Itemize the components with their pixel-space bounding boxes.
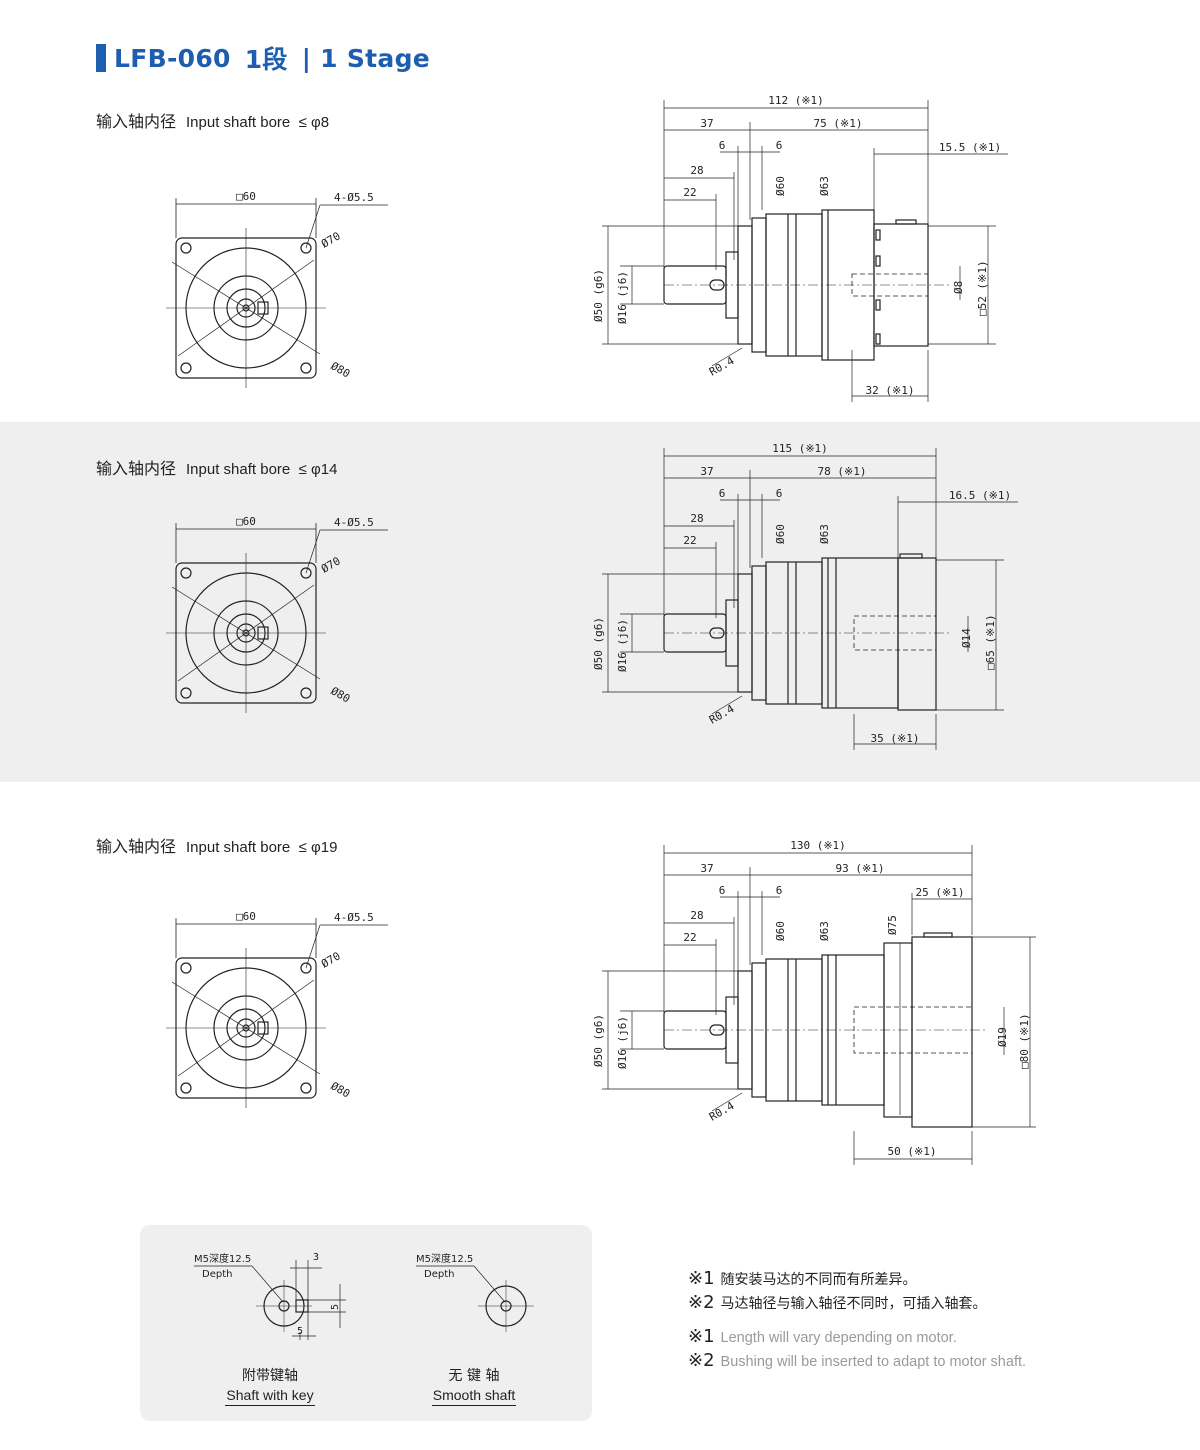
- dim-total: 112 (※1): [768, 94, 824, 107]
- flange-view-row-1: □60 4-Ø5.5 Ø70 Ø80: [166, 190, 388, 388]
- dim-o: 50 (※1): [888, 1145, 937, 1158]
- dim-h: Ø60: [774, 921, 787, 941]
- side-view-row-2: 115 (※1) 37 78 (※1) 6 6 16.5 (※1) 28 22 …: [592, 442, 1018, 750]
- key-thread-label: M5深度12.5: [194, 1252, 251, 1265]
- dim-n: R0.4: [707, 1099, 737, 1124]
- dim-j: Ø50 (g6): [592, 269, 605, 322]
- dim-e: 25 (※1): [916, 886, 965, 899]
- dim-m: □65 (※1): [984, 614, 997, 670]
- shaft-with-key-caption: 附带键轴 Shaft with key: [200, 1365, 340, 1406]
- dim-g: 22: [683, 931, 696, 944]
- dim-f: 28: [690, 909, 703, 922]
- dim-h: Ø60: [774, 524, 787, 544]
- row-2-background: [0, 422, 1200, 782]
- dim-l: Ø19: [996, 1027, 1009, 1047]
- dim-m: □80 (※1): [1018, 1013, 1031, 1069]
- dim-c: 6: [719, 139, 726, 152]
- dim-i: Ø63: [818, 921, 831, 941]
- flange-view-row-2: □60 4-Ø5.5 Ø70 Ø80: [166, 515, 388, 713]
- dim-e: 16.5 (※1): [949, 489, 1011, 502]
- dim-f: 28: [690, 512, 703, 525]
- dim-total: 115 (※1): [772, 442, 828, 455]
- flange-square-dim: □60: [236, 190, 256, 203]
- smooth-depth-label: Depth: [424, 1269, 454, 1280]
- dim-g: 22: [683, 534, 696, 547]
- dim-o: 35 (※1): [871, 732, 920, 745]
- flange-square-dim: □60: [236, 910, 256, 923]
- key-dim-b: 5: [330, 1304, 341, 1310]
- title-stage-en: | 1 Stage: [301, 43, 431, 73]
- flange-view-row-3: □60 4-Ø5.5 Ø70 Ø80: [166, 910, 388, 1108]
- dim-a: 37: [700, 862, 713, 875]
- title-accent-bar: [96, 44, 106, 72]
- dim-k: Ø16 (j6): [616, 1016, 629, 1069]
- dim-c: 6: [719, 487, 726, 500]
- key-depth-label: Depth: [202, 1269, 232, 1280]
- title-model: LFB-060: [114, 43, 231, 73]
- dim-i: Ø63: [818, 176, 831, 196]
- dim-d: 6: [776, 884, 783, 897]
- dim-d: 6: [776, 139, 783, 152]
- side-view-row-1: 112 (※1) 37 75 (※1) 6 6 15.5 (※1) 28 22 …: [592, 94, 1008, 402]
- dim-p: Ø75: [886, 915, 899, 935]
- dim-i: Ø63: [818, 524, 831, 544]
- dim-b: 78 (※1): [818, 465, 867, 478]
- flange-holes-dim: 4-Ø5.5: [334, 516, 374, 529]
- dim-total: 130 (※1): [790, 839, 846, 852]
- dim-e: 15.5 (※1): [939, 141, 1001, 154]
- dim-o: 32 (※1): [866, 384, 915, 397]
- dim-j: Ø50 (g6): [592, 1014, 605, 1067]
- dim-h: Ø60: [774, 176, 787, 196]
- dim-f: 28: [690, 164, 703, 177]
- dim-k: Ø16 (j6): [616, 271, 629, 324]
- dim-j: Ø50 (g6): [592, 617, 605, 670]
- dim-l: Ø14: [960, 628, 973, 648]
- dim-d: 6: [776, 487, 783, 500]
- flange-square-dim: □60: [236, 515, 256, 528]
- dim-a: 37: [700, 117, 713, 130]
- flange-holes-dim: 4-Ø5.5: [334, 911, 374, 924]
- flange-holes-dim: 4-Ø5.5: [334, 191, 374, 204]
- dim-k: Ø16 (j6): [616, 619, 629, 672]
- key-dim-c: 5: [297, 1326, 303, 1337]
- title-stage-cn: 1段: [244, 45, 288, 74]
- dim-b: 75 (※1): [814, 117, 863, 130]
- shaft-detail-drawings: M5深度12.5 Depth 3 5 5 M5深度12.5 Depth: [194, 1252, 534, 1340]
- dim-m: □52 (※1): [976, 260, 989, 316]
- dim-l: Ø8: [952, 281, 965, 294]
- key-dim-a: 3: [313, 1252, 319, 1263]
- dim-a: 37: [700, 465, 713, 478]
- dim-n: R0.4: [707, 702, 737, 727]
- dim-c: 6: [719, 884, 726, 897]
- dim-b: 93 (※1): [836, 862, 885, 875]
- smooth-thread-label: M5深度12.5: [416, 1252, 473, 1265]
- page-title: LFB-060 1段 | 1 Stage: [96, 42, 430, 74]
- dim-g: 22: [683, 186, 696, 199]
- side-view-row-3: 130 (※1) 37 93 (※1) 6 6 25 (※1) 28 22 Ø6…: [592, 839, 1036, 1165]
- smooth-shaft-caption: 无 键 轴 Smooth shaft: [404, 1365, 544, 1406]
- dim-n: R0.4: [707, 354, 737, 379]
